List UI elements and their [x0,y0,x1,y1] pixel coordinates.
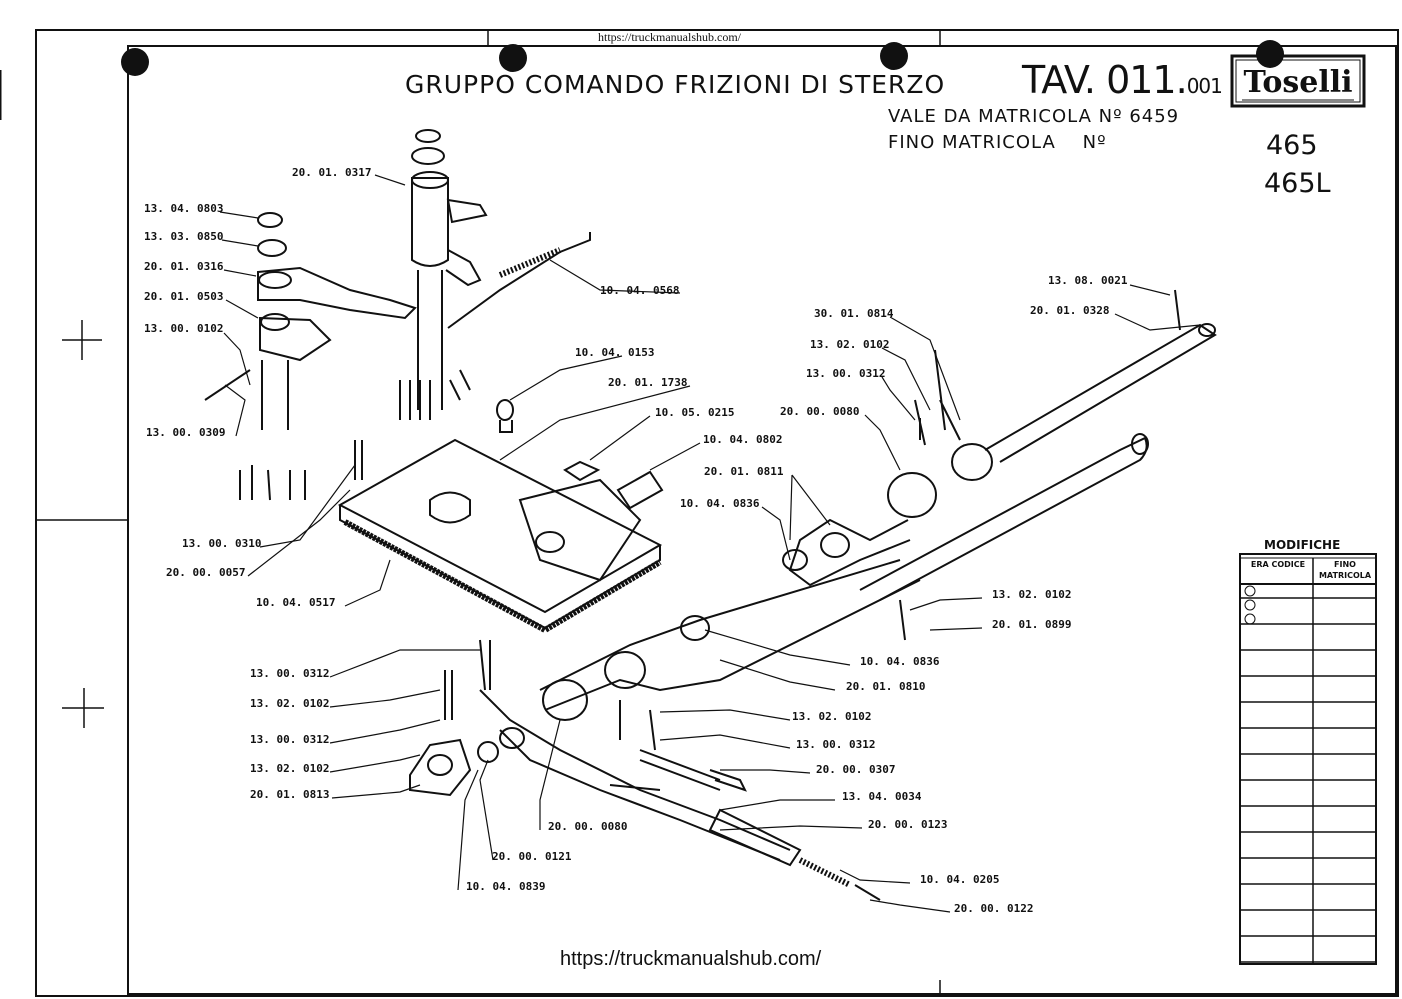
part-code-label: 20. 01. 0328 [1030,304,1109,317]
part-code-label: 13. 00. 0312 [806,367,885,380]
modifiche-table [1239,553,1377,965]
modifiche-col-era-codice: ERA CODICE [1250,560,1306,569]
brand-logo: Toselli [1230,54,1366,108]
part-code-label: 13. 00. 0310 [182,537,261,550]
part-code-label: 20. 01. 0811 [704,465,784,478]
part-code-label: 13. 04. 0803 [144,202,223,215]
part-code-label: 20. 00. 0307 [816,763,895,776]
part-code-label: 10. 04. 0568 [600,284,679,297]
part-code-label: 20. 00. 0057 [166,566,245,579]
part-code-label: 13. 00. 0312 [250,667,329,680]
part-code-label: 10. 04. 0802 [703,433,782,446]
part-code-label: 13. 02. 0102 [792,710,871,723]
part-code-label: 20. 00. 0123 [868,818,947,831]
part-code-label: 20. 01. 1738 [608,376,687,389]
valid-from-serial: VALE DA MATRICOLA Nº 6459 [888,106,1180,127]
svg-text:Toselli: Toselli [1243,65,1352,100]
part-code-label: 20. 01. 0503 [144,290,223,303]
part-code-label: 13. 02. 0102 [250,762,329,775]
drawing-title: GRUPPO COMANDO FRIZIONI DI STERZO [405,70,946,99]
part-code-label: 10. 04. 0836 [680,497,760,510]
part-code-label: 13. 00. 0312 [796,738,875,751]
part-code-label: 10. 04. 0836 [860,655,940,668]
part-code-label: 13. 03. 0850 [144,230,223,243]
part-code-label: 20. 00. 0080 [780,405,859,418]
modifiche-title: MODIFICHE [1264,538,1341,552]
part-code-label: 20. 01. 0316 [144,260,224,273]
part-code-label: 20. 00. 0080 [548,820,627,833]
source-url-bottom[interactable]: https://truckmanualshub.com/ [560,948,822,970]
part-code-label: 10. 04. 0839 [466,880,545,893]
part-code-label: 20. 01. 0810 [846,680,925,693]
part-code-label: 10. 04. 0205 [920,873,999,886]
part-code-label: 13. 08. 0021 [1048,274,1128,287]
punch-hole [499,44,527,72]
part-code-label: 20. 00. 0122 [954,902,1033,915]
part-code-label: 10. 04. 0517 [256,596,335,609]
part-code-label: 13. 04. 0034 [842,790,922,803]
registration-crosshairs [62,320,104,728]
part-code-label: 30. 01. 0814 [814,307,894,320]
part-code-label: 13. 00. 0309 [146,426,225,439]
leader-lines [219,174,1201,913]
modifiche-col-fino-matricola: FINO MATRICOLA [1318,560,1372,580]
punch-hole [880,42,908,70]
part-code-label: 13. 02. 0102 [250,697,329,710]
part-code-label: 13. 02. 0102 [992,588,1071,601]
part-code-label: 20. 01. 0813 [250,788,329,801]
source-url-top[interactable]: https://truckmanualshub.com/ [598,30,741,44]
part-code-label: 13. 02. 0102 [810,338,889,351]
table-code-suffix: 001 [1186,74,1223,98]
part-code-label: 13. 00. 0312 [250,733,329,746]
part-code-label: 20. 00. 0121 [492,850,572,863]
sheet-frame [0,29,1399,997]
part-code-labels: 20. 01. 0317 13. 04. 0803 13. 03. 0850 20. … [144,166,1128,915]
valid-to-serial: FINO MATRICOLA Nº [888,132,1107,153]
part-code-label: 10. 04. 0153 [575,346,654,359]
table-code-main: TAV. 011. [1022,58,1188,102]
part-code-label: 10. 05. 0215 [655,406,734,419]
punch-hole [121,48,149,76]
model-number-2: 465L [1264,168,1331,199]
part-code-label: 20. 01. 0317 [292,166,371,179]
punch-hole [1256,40,1284,68]
model-number-1: 465 [1266,130,1318,161]
parts-illustration [204,129,1217,901]
part-code-label: 20. 01. 0899 [992,618,1071,631]
table-code: TAV. 011.001 [1022,58,1223,102]
part-code-label: 13. 00. 0102 [144,322,223,335]
